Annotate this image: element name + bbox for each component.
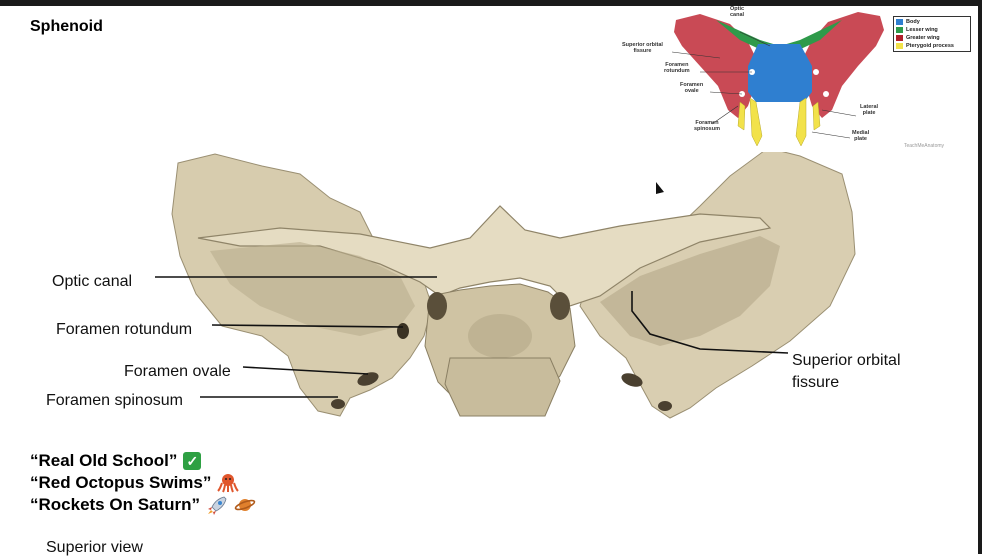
window-right-border bbox=[978, 0, 982, 554]
view-caption: Superior view bbox=[46, 539, 143, 556]
label-leader-lines bbox=[155, 276, 789, 398]
legend-item-lesser-wing: Lesser wing bbox=[896, 26, 968, 34]
sphenoid-bone bbox=[171, 147, 856, 419]
mnemonic-text: “Real Old School” bbox=[30, 451, 178, 470]
legend-item-body: Body bbox=[896, 18, 968, 26]
legend-swatch bbox=[896, 43, 903, 49]
check-mark-icon: ✓ bbox=[183, 452, 202, 470]
saturn-icon bbox=[234, 499, 256, 511]
mnemonic-text: “Rockets On Saturn” bbox=[30, 495, 201, 514]
slide-canvas: Sphenoid bbox=[0, 6, 978, 556]
mnemonic-item: “Real Old School” ✓ bbox=[30, 450, 256, 472]
label-foramen-rotundum: Foramen rotundum bbox=[56, 321, 193, 338]
label-foramen-ovale: Foramen ovale bbox=[124, 363, 231, 380]
mnemonic-list: “Real Old School” ✓ “Red Octopus Swims” … bbox=[30, 450, 256, 516]
rocket-icon bbox=[208, 496, 227, 515]
mnemonic-item: “Rockets On Saturn” bbox=[30, 494, 256, 516]
label-optic-canal: Optic canal bbox=[52, 273, 133, 290]
legend-swatch bbox=[896, 35, 903, 41]
sof-line-1: Superior orbital bbox=[792, 352, 901, 369]
legend-swatch bbox=[896, 19, 903, 25]
slide-title: Sphenoid bbox=[30, 18, 103, 35]
legend-item-greater-wing: Greater wing bbox=[896, 34, 968, 42]
inset-legend: Body Lesser wing Greater wing Pterygoid … bbox=[893, 16, 971, 52]
sphenoid-bone-illustration bbox=[155, 6, 976, 419]
legend-item-pterygoid-process: Pterygoid process bbox=[896, 42, 968, 50]
mnemonic-item: “Red Octopus Swims” bbox=[30, 472, 256, 494]
legend-swatch bbox=[896, 27, 903, 33]
window-top-border bbox=[0, 0, 982, 6]
sof-line-2: fissure bbox=[792, 374, 840, 391]
inset-watermark: TeachMeAnatomy bbox=[904, 143, 945, 149]
octopus-icon bbox=[217, 474, 240, 493]
label-superior-orbital-fissure: Superior orbital fissure bbox=[792, 350, 901, 394]
mnemonic-text: “Red Octopus Swims” bbox=[30, 473, 212, 492]
label-foramen-spinosum: Foramen spinosum bbox=[46, 392, 183, 409]
